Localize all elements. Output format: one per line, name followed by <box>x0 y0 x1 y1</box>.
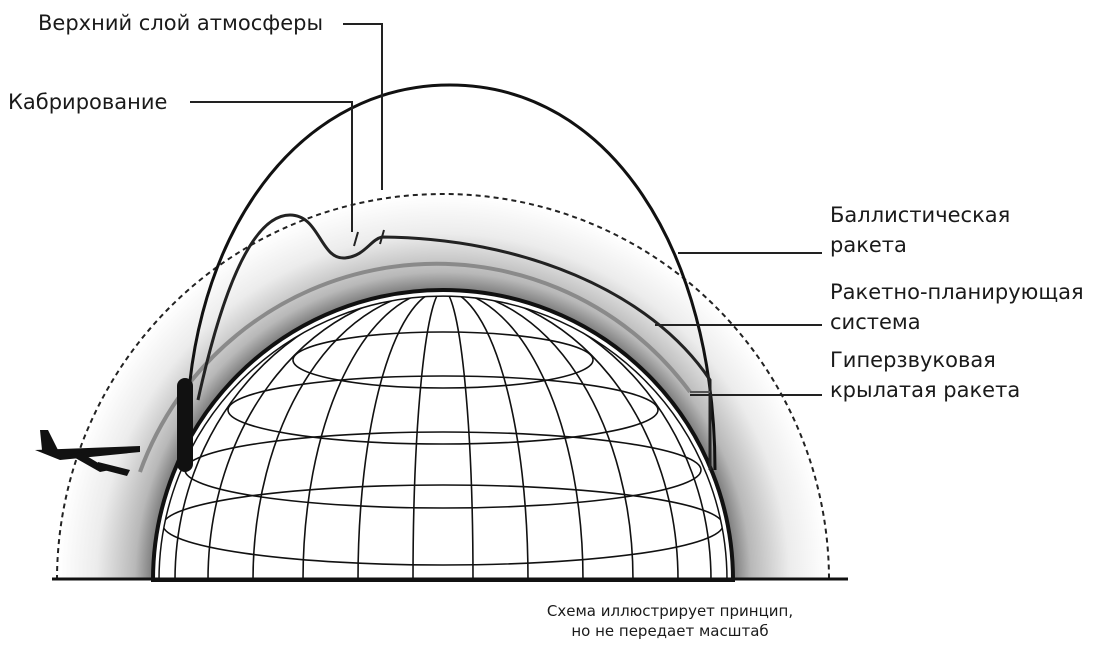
label-glide-system: Ракетно-планирующая система <box>830 277 1084 337</box>
missile-icon <box>177 378 193 472</box>
upper-atmosphere-boundary <box>56 193 830 581</box>
label-ballistic-missile: Баллистическая ракета <box>830 200 1010 260</box>
label-pull-up: Кабрирование <box>8 90 168 114</box>
globe-grid <box>162 296 724 580</box>
label-cruise-missile: Гиперзвуковая крылатая ракета <box>830 345 1020 405</box>
note-line: но не передает масштаб <box>571 622 769 640</box>
label-upper-atmosphere: Верхний слой атмосферы <box>38 11 324 35</box>
ballistic-missile-trajectory <box>185 83 717 471</box>
label-line: крылатая ракета <box>830 378 1021 402</box>
glide-vehicle-trajectory <box>196 213 712 470</box>
note-line: Схема иллюстрирует принцип, <box>546 602 794 620</box>
label-line: Ракетно-планирующая <box>830 280 1084 304</box>
scale-note: Схема иллюстрирует принцип, но не переда… <box>520 601 820 641</box>
label-line: Гиперзвуковая <box>830 348 996 372</box>
airplane-icon <box>35 430 140 476</box>
label-line: система <box>830 310 921 334</box>
leader-lines <box>190 23 822 396</box>
label-line: ракета <box>830 233 907 257</box>
label-line: Баллистическая <box>830 203 1011 227</box>
